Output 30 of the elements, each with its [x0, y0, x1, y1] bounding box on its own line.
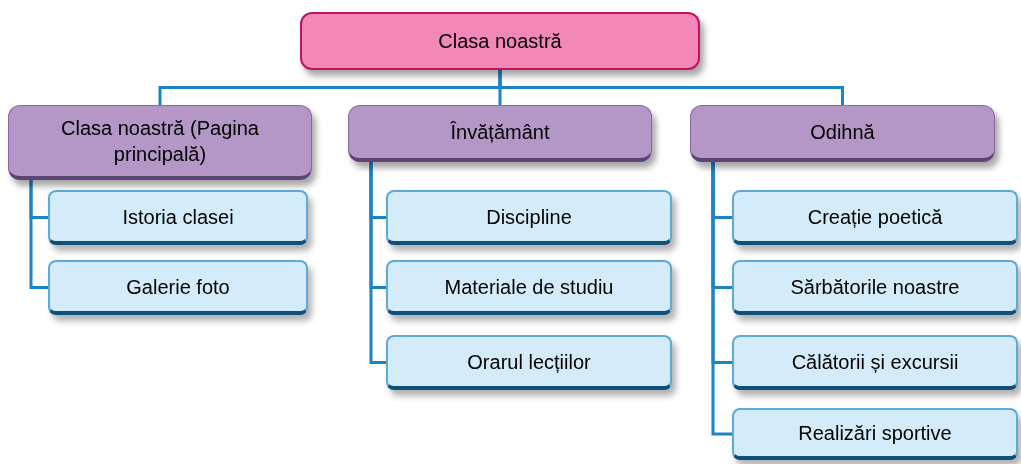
- category-box: [8, 105, 312, 180]
- node-label: Realizări sportive: [798, 421, 952, 446]
- node-label: Galerie foto: [126, 274, 230, 300]
- node-label: Sărbătorile noastre: [790, 274, 960, 300]
- node-label: Clasa noastră (Pagina principală): [60, 116, 260, 167]
- node-label: Odihnă: [810, 120, 875, 145]
- page-box: [732, 260, 1018, 315]
- node-label: Orarul lecțiilor: [467, 349, 591, 375]
- category-box: [348, 105, 652, 162]
- page-box: [386, 335, 672, 390]
- node-label: Învățământ: [450, 120, 550, 145]
- node-label: Călătorii și excursii: [791, 349, 959, 375]
- page-box: [732, 335, 1018, 390]
- root-box: [300, 12, 700, 70]
- connector-line: [369, 162, 386, 364]
- page-box: [386, 260, 672, 315]
- page-box: [732, 190, 1018, 245]
- node-label: Discipline: [486, 204, 572, 230]
- node-label: Istoria clasei: [122, 204, 234, 230]
- page-box: [386, 190, 672, 245]
- node-label: Clasa noastră: [438, 29, 562, 54]
- connector-line: [29, 180, 48, 289]
- page-box: [732, 408, 1018, 460]
- page-box: [48, 190, 308, 245]
- node-label: Creație poetică: [807, 204, 943, 230]
- page-box: [48, 260, 308, 315]
- connector-line: [498, 70, 844, 105]
- connector-line: [711, 162, 732, 436]
- node-label: Materiale de studiu: [444, 274, 614, 300]
- category-box: [690, 105, 995, 162]
